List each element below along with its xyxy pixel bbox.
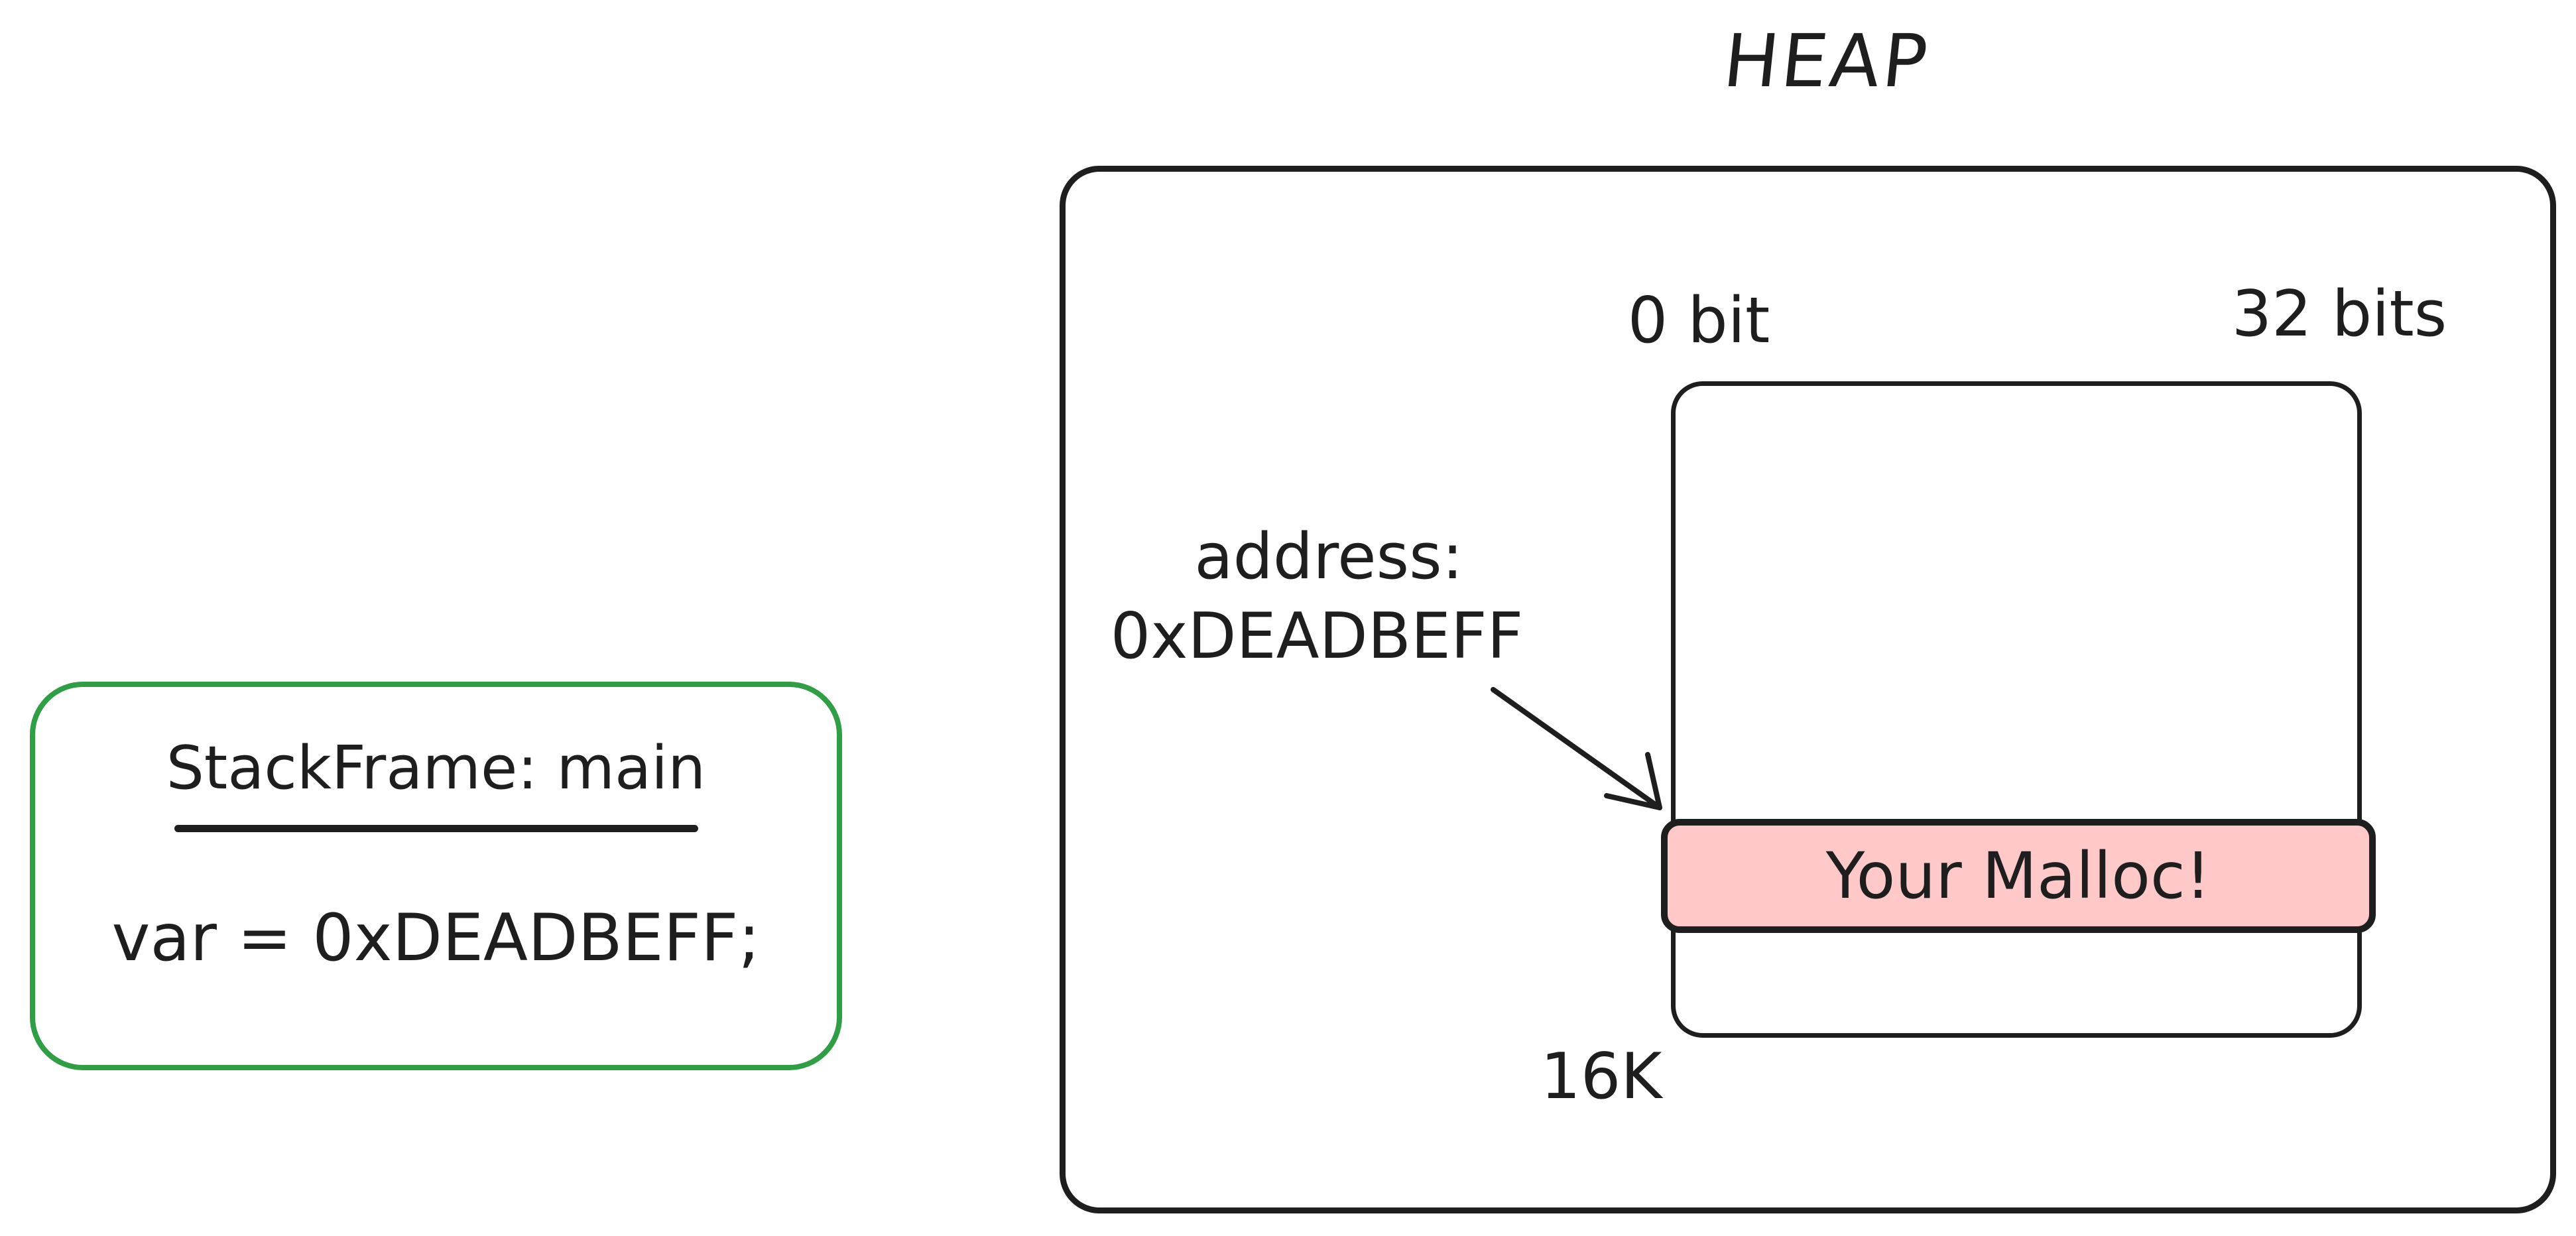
heap-size-label: 16K (1540, 1040, 1662, 1113)
address-arrow-head (1604, 752, 1662, 810)
address-arrow (1491, 687, 1662, 810)
stack-frame-title-underline (174, 825, 698, 832)
bit-start-label: 0 bit (1627, 284, 1770, 357)
heap-title: HEAP (1719, 19, 1934, 103)
address-label-line1: address: (1194, 521, 1463, 593)
malloc-label: Your Malloc! (1825, 839, 2211, 913)
bit-end-label: 32 bits (2231, 278, 2447, 351)
malloc-block: Your Malloc! (1661, 819, 2376, 933)
address-label-line2: 0xDEADBEFF (1110, 600, 1524, 673)
stack-frame-box: StackFrame: main var = 0xDEADBEFF; (30, 682, 842, 1070)
address-arrow-shaft (1491, 687, 1662, 810)
stack-frame-title: StackFrame: main (166, 733, 706, 803)
heap-word-box (1671, 381, 2362, 1038)
stack-frame-code: var = 0xDEADBEFF; (111, 900, 761, 976)
